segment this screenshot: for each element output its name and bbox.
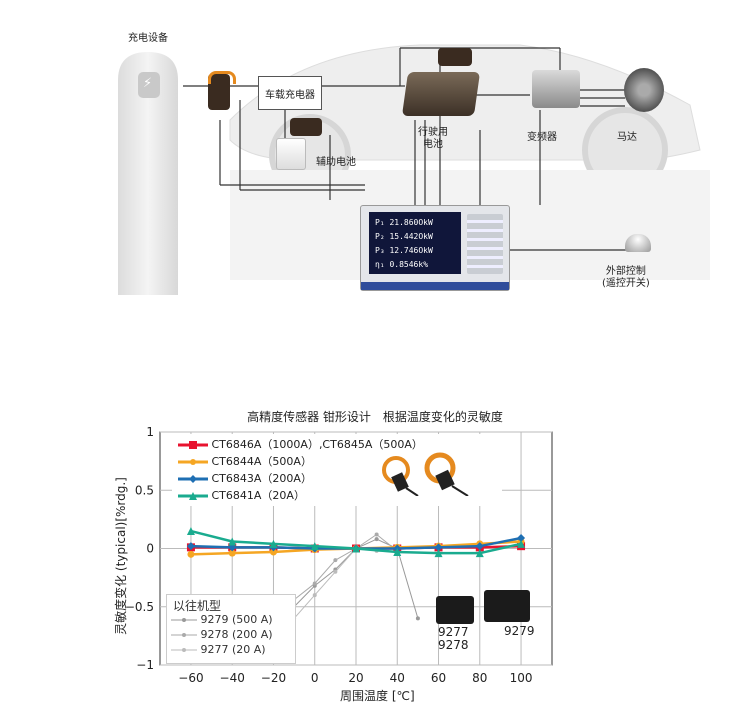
x-tick-label: −20	[261, 671, 286, 685]
onboard-charger-box: 车载充电器	[258, 76, 322, 110]
chart-legend: CT6846A（1000A）,CT6845A（500A） CT6844A（500…	[172, 434, 502, 506]
data-point	[186, 527, 195, 536]
data-point	[186, 542, 195, 551]
legend-item: 9278 (200 A)	[171, 628, 273, 641]
x-tick-label: −40	[220, 671, 245, 685]
data-point	[352, 544, 360, 553]
legacy-data-point	[312, 581, 317, 586]
drive-battery-icon	[401, 72, 481, 116]
clamp-sensor-icon	[290, 118, 322, 136]
analyzer-row: P₃ 12.746OkW	[375, 246, 433, 255]
data-point	[269, 548, 277, 556]
photo-label: 9279	[504, 624, 535, 638]
legacy-data-point	[374, 532, 379, 537]
y-tick-label: 0.5	[135, 483, 154, 497]
data-point	[269, 539, 278, 548]
inverter-label: 变频器	[527, 132, 557, 143]
motor-icon	[624, 68, 664, 112]
charger-label: 充电设备	[128, 33, 168, 44]
legacy-data-point	[312, 593, 317, 598]
data-point	[187, 550, 195, 558]
legacy-sensor-photo	[436, 596, 474, 624]
x-axis-label: 周围温度 [℃]	[340, 689, 415, 703]
y-tick-label: 0	[146, 542, 154, 556]
legend-item: CT6846A（1000A）,CT6845A（500A）	[178, 436, 423, 452]
y-axis-label: 灵敏度变化 (typical)[%rdg.]	[114, 477, 128, 635]
data-point	[517, 539, 526, 548]
legacy-data-point	[333, 558, 338, 563]
x-tick-label: 20	[348, 671, 363, 685]
analyzer-row: P₁ 21.860OkW	[375, 218, 433, 227]
photo-label: 9278	[438, 638, 469, 652]
legend-item: CT6843A（200A）	[178, 470, 312, 486]
data-point	[517, 534, 526, 543]
power-analyzer: P₁ 21.860OkW P₂ 15.442OkW P₃ 12.746OkW η…	[360, 205, 510, 291]
data-point	[434, 549, 443, 558]
data-point	[475, 549, 484, 558]
analyzer-base	[361, 282, 509, 290]
clamp-jaw-icon	[208, 71, 236, 84]
x-tick-label: 80	[472, 671, 487, 685]
connection-lines	[183, 47, 640, 251]
clamp-sensor-icon	[438, 48, 472, 66]
data-point	[475, 542, 484, 551]
legacy-series-line	[293, 533, 398, 601]
y-tick-label: −0.5	[125, 600, 154, 614]
motor-label: 马达	[617, 132, 637, 143]
analyzer-row: P₂ 15.442OkW	[375, 232, 433, 241]
legacy-data-point	[415, 616, 420, 621]
legend-item: CT6844A（500A）	[178, 453, 312, 469]
data-point	[228, 537, 237, 546]
legacy-data-point	[374, 537, 379, 542]
x-tick-label: 100	[510, 671, 533, 685]
analyzer-screen: P₁ 21.860OkW P₂ 15.442OkW P₃ 12.746OkW η…	[369, 212, 461, 274]
data-point	[310, 542, 319, 551]
legacy-legend-title: 以往机型	[173, 599, 222, 613]
lightning-icon: ⚡	[143, 76, 153, 91]
x-tick-label: −60	[178, 671, 203, 685]
ct-clamp-photo	[380, 456, 420, 497]
external-control-label: 外部控制 (遥控开关)	[602, 266, 650, 289]
legend-item: 9279 (500 A)	[171, 613, 273, 626]
drive-battery-label: 行驶用 电池	[418, 127, 448, 150]
x-tick-label: 0	[311, 671, 319, 685]
legend-item: CT6841A（20A）	[178, 487, 305, 503]
legacy-data-point	[333, 569, 338, 574]
aux-battery-icon	[276, 138, 306, 170]
x-tick-label: 40	[390, 671, 405, 685]
y-tick-label: 1	[146, 425, 154, 439]
inverter-icon	[532, 70, 580, 108]
chart-title: 高精度传感器 钳形设计 根据温度变化的灵敏度	[247, 410, 503, 424]
analyzer-keypad	[467, 214, 503, 274]
charger-device: ⚡	[114, 50, 182, 295]
legend-item: 9277 (20 A)	[171, 643, 266, 656]
data-point	[228, 549, 236, 557]
analyzer-row: η₁ 0.8546k%	[375, 260, 429, 269]
remote-switch-icon	[625, 234, 651, 252]
data-point	[434, 543, 443, 552]
x-tick-label: 60	[431, 671, 446, 685]
aux-battery-label: 辅助电池	[316, 157, 356, 168]
legacy-legend: 以往机型 9279 (500 A) 9278 (200 A) 9277 (20 …	[166, 594, 296, 664]
legacy-sensor-photo	[484, 590, 530, 622]
temperature-sensitivity-chart: −60 −40 −20 0 20 40 60 80 100 1 0.5 0 −0.5 −1	[125, 425, 553, 685]
photo-label: 9277	[438, 625, 469, 639]
data-point	[393, 547, 402, 556]
ct-clamp-photo	[420, 452, 470, 497]
y-tick-label: −1	[136, 658, 154, 672]
